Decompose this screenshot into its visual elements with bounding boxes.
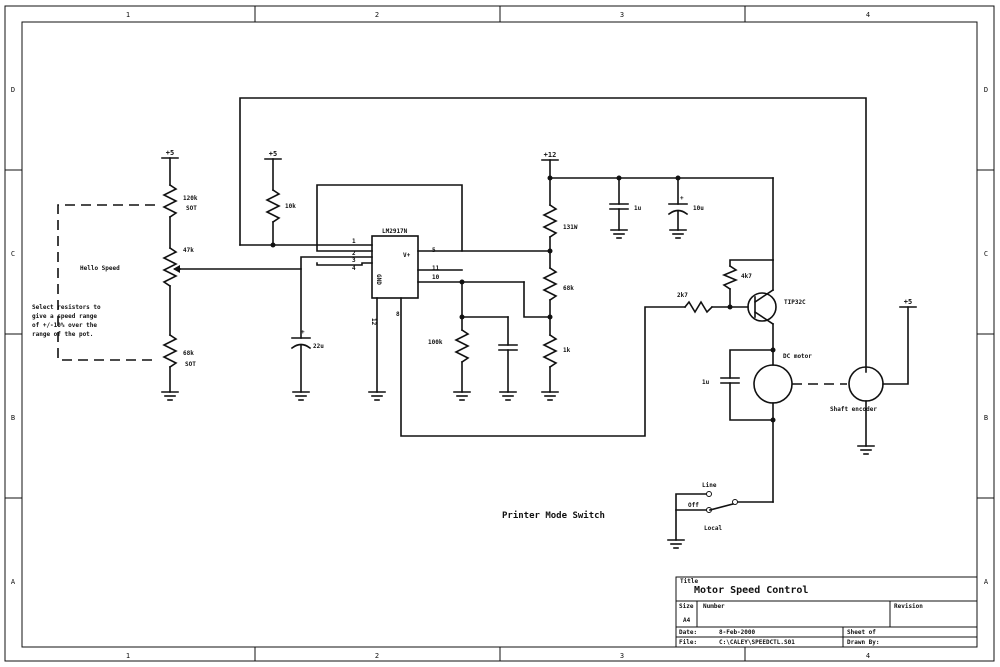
- label-1u-motor: 1u: [702, 379, 710, 386]
- column-label: 3: [620, 652, 624, 660]
- drawn-label: Drawn By:: [847, 639, 880, 646]
- chip-vplus: V+: [403, 252, 411, 259]
- capacitor-10u: [667, 177, 689, 231]
- label-100k: 100k: [428, 339, 443, 346]
- label-10k: 10k: [285, 203, 296, 210]
- resistor-120k: [162, 183, 178, 219]
- ground-symbols: [292, 229, 687, 401]
- feedback-wiring: [179, 97, 867, 373]
- sheet-label: Sheet of: [847, 629, 876, 636]
- row-label: A: [984, 578, 989, 586]
- motor-name: DC motor: [783, 353, 812, 360]
- select-note-line1: Select resistors to: [32, 304, 101, 311]
- size-value: A4: [683, 617, 691, 624]
- supply-plus5-right: +5: [904, 298, 912, 306]
- cap-10u-polarity: +: [680, 195, 684, 202]
- column-label: 1: [126, 11, 130, 19]
- column-label: 1: [126, 652, 130, 660]
- title-text: Motor Speed Control: [694, 585, 808, 596]
- pin-12: 12: [370, 318, 377, 326]
- title-label: Title: [680, 578, 698, 585]
- dc-motor: [753, 364, 793, 404]
- pin-1: 1: [352, 238, 356, 245]
- switch-off-label: Off: [688, 502, 699, 509]
- number-label: Number: [703, 603, 725, 610]
- file-label: File:: [679, 639, 697, 646]
- row-label: C: [11, 250, 15, 258]
- label-10u: 10u: [693, 205, 704, 212]
- label-22u: 22u: [313, 343, 324, 350]
- label-1u-rail: 1u: [634, 205, 642, 212]
- supply-plus12: +12: [544, 151, 557, 159]
- label-68k: 68k: [183, 350, 194, 357]
- label-68k-note: SOT: [185, 361, 196, 368]
- supply-plus5-mid: +5: [269, 150, 277, 158]
- motor-stage: [720, 306, 917, 503]
- date-value: 8-Feb-2000: [719, 629, 756, 636]
- revision-label: Revision: [894, 603, 923, 610]
- switch-local-label: Local: [704, 525, 722, 532]
- column-label: 4: [866, 11, 870, 19]
- column-label: 3: [620, 11, 624, 19]
- switch-title: Printer Mode Switch: [502, 510, 605, 521]
- file-value: C:\CALEY\SPEEDCTL.S01: [719, 639, 795, 646]
- pin-10: 10: [432, 274, 440, 281]
- capacitor-1u-rail: [609, 177, 629, 231]
- label-1k: 1k: [563, 347, 571, 354]
- label-2k7: 2k7: [677, 292, 688, 299]
- pin-8: 8: [396, 311, 400, 318]
- label-120k-note: SOT: [186, 205, 197, 212]
- row-label: B: [984, 414, 988, 422]
- select-note-line2: give a speed range: [32, 313, 97, 320]
- hello-speed-note: Hello Speed: [80, 265, 120, 272]
- resistor-100k: [454, 281, 518, 393]
- border-column-labels: 1 2 3 4 1 2 3 4: [126, 11, 870, 660]
- select-note-line4: range of the pot.: [32, 331, 93, 338]
- pin-5: 5: [432, 247, 436, 254]
- title-block: [675, 576, 978, 648]
- selection-bracket: [57, 204, 155, 361]
- column-label: 2: [375, 652, 379, 660]
- transistor-stage: [683, 177, 777, 351]
- capacitor-22u: [290, 268, 312, 393]
- cap-22u-polarity: +: [301, 329, 305, 336]
- column-label: 4: [866, 652, 870, 660]
- switch-line-label: Line: [702, 482, 717, 489]
- row-label: D: [984, 86, 988, 94]
- printer-mode-switch: [667, 491, 774, 549]
- transistor-name: TIP32C: [784, 299, 806, 306]
- pin-2: 2: [352, 250, 356, 257]
- row-label: C: [984, 250, 988, 258]
- chip-name: LM2917N: [382, 228, 408, 235]
- pin-4: 4: [352, 265, 356, 272]
- pullup-10k: [264, 158, 282, 246]
- label-68k-mid: 68k: [563, 285, 574, 292]
- label-47k: 47k: [183, 247, 194, 254]
- speed-pot-network: [57, 157, 181, 401]
- supply-rail-12v: [523, 159, 774, 393]
- row-label: D: [11, 86, 15, 94]
- supply-plus5-left: +5: [166, 149, 174, 157]
- label-4k7: 4k7: [741, 273, 752, 280]
- border-frame: [4, 5, 995, 662]
- size-label: Size: [679, 603, 694, 610]
- select-note-line3: of +/-10% over the: [32, 322, 97, 329]
- label-120k: 120k: [183, 195, 198, 202]
- encoder-name: Shaft encoder: [830, 406, 877, 413]
- pin-11: 11: [432, 265, 440, 272]
- column-label: 2: [375, 11, 379, 19]
- row-label: B: [11, 414, 15, 422]
- date-label: Date:: [679, 629, 697, 636]
- row-label: A: [11, 578, 16, 586]
- label-131w: 131W: [563, 224, 578, 231]
- pin-3: 3: [352, 257, 356, 264]
- chip-gnd: GND: [375, 274, 382, 285]
- resistor-68k: [162, 333, 178, 369]
- transistor-body: [747, 292, 777, 322]
- chip-lm2917n: [371, 235, 686, 437]
- border-row-labels: D C B A D C B A: [11, 86, 989, 586]
- potentiometer-47k: [162, 246, 178, 288]
